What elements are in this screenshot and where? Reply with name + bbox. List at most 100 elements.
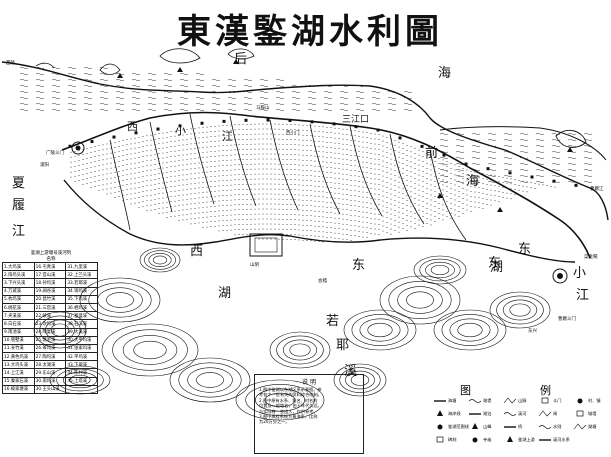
- sea-wave-mark: [131, 97, 141, 99]
- sluice-markers: [68, 118, 578, 187]
- sea-wave-mark: [583, 157, 593, 159]
- sea-wave-mark: [503, 181, 513, 183]
- table-cell: 17.官山溪: [33, 270, 67, 280]
- legend-item-label: 山脉: [518, 398, 527, 403]
- legend-symbol: [507, 436, 513, 442]
- legend-symbol: [437, 410, 443, 416]
- label-hui-ji: 会稽: [318, 279, 327, 284]
- sea-wave-mark: [519, 151, 529, 153]
- sea-wave-mark: [583, 145, 593, 147]
- notes-line: 位置及一般地名，由于年代久远，: [259, 403, 322, 409]
- sea-wave-mark: [323, 97, 333, 99]
- sea-wave-mark: [147, 85, 157, 87]
- xia-li-jiang-char-2: 履: [12, 198, 26, 213]
- peak-marker: [117, 73, 123, 78]
- sea-wave-mark: [487, 181, 497, 183]
- contour-ring: [101, 323, 199, 377]
- sea-wave-mark: [259, 85, 269, 87]
- sea-wave-mark: [519, 175, 529, 177]
- sea-wave-mark: [567, 133, 577, 135]
- sea-wave-mark: [51, 91, 61, 93]
- legend-item-label: 寺庙: [483, 437, 492, 442]
- sluice-marker: [178, 124, 182, 128]
- qian-hai-char-2: 海: [466, 174, 480, 189]
- table-subheader: 名称: [46, 257, 56, 262]
- sea-wave-mark: [211, 97, 221, 99]
- sea-wave-mark: [259, 79, 269, 81]
- peak-marker: [497, 207, 503, 212]
- sea-wave-mark: [115, 103, 125, 105]
- legend-item-label: 山峰: [483, 424, 492, 429]
- label-dong-xing: 东兴: [528, 329, 537, 334]
- legend-symbol: [577, 398, 583, 404]
- table-cell: 30.王头山溪: [33, 384, 67, 395]
- table-cell: 42.平坞溪: [65, 352, 98, 362]
- sea-wave-mark: [147, 73, 157, 75]
- legend-item-label: 海塘: [448, 398, 457, 403]
- sea-wave-mark: [551, 151, 561, 153]
- table-cell: 31.九里溪: [65, 261, 98, 272]
- sea-wave-mark: [131, 85, 141, 87]
- contour-ring: [333, 363, 387, 397]
- sea-wave-mark: [243, 97, 253, 99]
- label-ma-an-shan: 马鞍山: [256, 106, 270, 111]
- ruo-ye-xi-char-3: 溪: [344, 364, 358, 379]
- legend-symbol: [436, 436, 444, 443]
- legend-symbol: [541, 397, 549, 404]
- hou-hai-char-2: 海: [438, 66, 452, 81]
- sea-wave-mark: [535, 139, 545, 141]
- sea-wave-mark: [35, 103, 45, 105]
- sea-wave-mark: [83, 103, 93, 105]
- sea-wave-mark: [403, 109, 413, 111]
- sea-wave-mark: [19, 79, 29, 81]
- sea-wave-mark: [275, 79, 285, 81]
- table-cell: 7.夹溪溪: [2, 311, 35, 321]
- sea-wave-mark: [195, 85, 205, 87]
- sea-wave-mark: [99, 109, 109, 111]
- contour-ring: [196, 372, 224, 388]
- table-cell: 18.孙坞溪: [33, 278, 67, 288]
- sea-wave-mark: [195, 103, 205, 105]
- sea-wave-mark: [179, 73, 189, 75]
- legend-symbol: [576, 410, 584, 417]
- lake-hatching: [70, 123, 556, 243]
- sea-wave-mark: [503, 169, 513, 171]
- legend-title-2: 例: [540, 384, 551, 397]
- sea-wave-mark: [387, 97, 397, 99]
- sea-wave-mark: [227, 85, 237, 87]
- table-cell: 4.万城溪: [2, 286, 35, 296]
- sea-wave-mark: [67, 109, 77, 111]
- sea-wave-mark: [439, 133, 449, 135]
- sea-wave-mark: [471, 175, 481, 177]
- notes-box: 说 明 1.图中鉴湖以东湖区系示意图。参考各个一些有关的资料综合绘制。2.图中原…: [254, 374, 364, 454]
- sea-wave-mark: [519, 133, 529, 135]
- label-qian-jin-ba: 菜金閘: [584, 255, 598, 260]
- sea-wave-mark: [131, 103, 141, 105]
- sea-wave-mark: [583, 181, 593, 183]
- sea-wave-mark: [487, 139, 497, 141]
- sea-wave-mark: [35, 73, 45, 75]
- sea-wave-mark: [211, 79, 221, 81]
- contour-ring: [449, 318, 491, 342]
- east-hill: [555, 129, 587, 148]
- sea-wave-mark: [115, 79, 125, 81]
- sluice-marker: [222, 119, 226, 123]
- contour-ring: [187, 367, 233, 393]
- sea-wave-mark: [307, 109, 317, 111]
- contour-ring: [282, 339, 318, 361]
- label-xi-ling: 西陵: [6, 61, 15, 66]
- notes-body: 1.图中鉴湖以东湖区系示意图。参考各个一些有关的资料综合绘制。2.图中原有水系、…: [255, 386, 363, 426]
- sea-wave-mark: [147, 79, 157, 81]
- xi-xiao-jiang-char-1: 西: [127, 120, 138, 133]
- sea-wave-mark: [371, 97, 381, 99]
- sea-wave-mark: [19, 85, 29, 87]
- sea-wave-mark: [551, 157, 561, 159]
- table-cell: 20.昌竹溪: [33, 294, 67, 304]
- sea-wave-mark: [19, 91, 29, 93]
- sea-wave-mark: [403, 103, 413, 105]
- legend-title-1: 图: [460, 384, 471, 397]
- sea-wave-mark: [131, 91, 141, 93]
